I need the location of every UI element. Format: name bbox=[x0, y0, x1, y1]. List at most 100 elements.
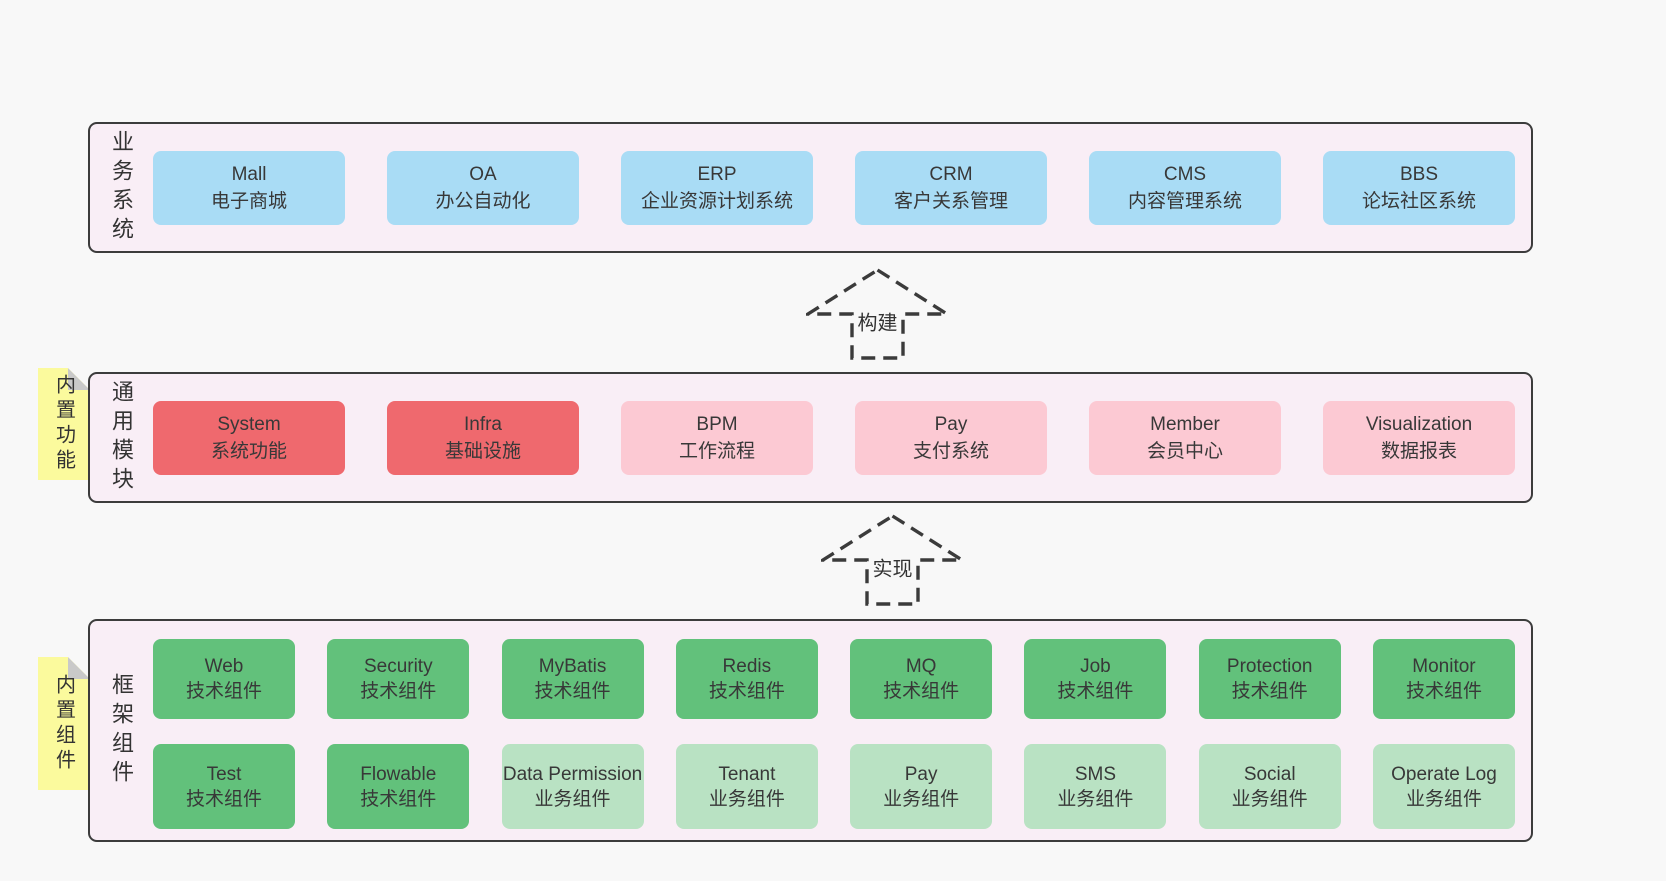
business-systems-panel: 业务系统 Mall 电子商城 OA 办公自动化 ERP 企业资源计划系统 CRM… bbox=[88, 122, 1533, 253]
box-title: Redis bbox=[722, 656, 772, 677]
box-subtitle: 内容管理系统 bbox=[1127, 190, 1242, 212]
box-redis: Redis 技术组件 bbox=[675, 639, 818, 719]
box-sms: SMS 业务组件 bbox=[1024, 744, 1167, 829]
box-title: SMS bbox=[1074, 763, 1116, 785]
box-subtitle: 支付系统 bbox=[912, 440, 989, 462]
implement-arrow: 实现 bbox=[821, 514, 964, 606]
box-subtitle: 技术组件 bbox=[360, 788, 437, 810]
box-system: System 系统功能 bbox=[153, 400, 345, 475]
box-title: ERP bbox=[697, 163, 737, 185]
box-bbs: BBS 论坛社区系统 bbox=[1323, 150, 1515, 225]
box-subtitle: 系统功能 bbox=[210, 440, 287, 462]
box-tenant: Tenant 业务组件 bbox=[675, 744, 818, 829]
box-member: Member 会员中心 bbox=[1089, 400, 1281, 475]
box-title: Flowable bbox=[360, 763, 437, 785]
box-pay-biz: Pay 业务组件 bbox=[850, 744, 993, 829]
framework-components-rows: Web 技术组件 Security 技术组件 MyBatis 技术组件 Redi… bbox=[153, 639, 1515, 829]
box-subtitle: 业务组件 bbox=[883, 788, 960, 810]
box-title: Tenant bbox=[718, 763, 776, 785]
built-in-components-tab-label: 内置组件 bbox=[52, 673, 75, 774]
box-title: Pay bbox=[934, 413, 968, 435]
box-bpm: BPM 工作流程 bbox=[621, 400, 813, 475]
box-pay: Pay 支付系统 bbox=[855, 400, 1047, 475]
framework-components-label: 框架组件 bbox=[109, 672, 134, 789]
box-subtitle: 技术组件 bbox=[883, 681, 960, 702]
box-title: BBS bbox=[1399, 163, 1439, 185]
box-title: Infra bbox=[463, 413, 503, 435]
tech-components-row: Web 技术组件 Security 技术组件 MyBatis 技术组件 Redi… bbox=[153, 639, 1515, 719]
box-test: Test 技术组件 bbox=[153, 744, 295, 829]
box-title: Operate Log bbox=[1391, 763, 1497, 785]
box-subtitle: 工作流程 bbox=[678, 440, 755, 462]
box-title: Protection bbox=[1226, 656, 1313, 677]
box-subtitle: 业务组件 bbox=[1057, 788, 1134, 810]
box-title: Mall bbox=[231, 163, 267, 185]
common-modules-label: 通用模块 bbox=[109, 379, 134, 496]
box-subtitle: 业务组件 bbox=[708, 788, 785, 810]
box-subtitle: 基础设施 bbox=[444, 440, 521, 462]
box-crm: CRM 客户关系管理 bbox=[855, 150, 1047, 225]
box-subtitle: 数据报表 bbox=[1380, 440, 1457, 462]
box-job: Job 技术组件 bbox=[1024, 639, 1167, 719]
box-subtitle: 技术组件 bbox=[185, 681, 262, 702]
box-title: Social bbox=[1243, 763, 1296, 785]
built-in-components-tab: 内置组件 bbox=[38, 657, 90, 790]
box-security: Security 技术组件 bbox=[327, 639, 470, 719]
build-arrow-label: 构建 bbox=[854, 306, 901, 336]
box-title: Monitor bbox=[1412, 656, 1476, 677]
box-subtitle: 技术组件 bbox=[185, 788, 262, 810]
box-subtitle: 技术组件 bbox=[360, 681, 437, 702]
box-title: System bbox=[217, 413, 281, 435]
business-systems-label: 业务系统 bbox=[109, 129, 134, 246]
box-subtitle: 技术组件 bbox=[534, 681, 611, 702]
box-subtitle: 技术组件 bbox=[1057, 681, 1134, 702]
box-subtitle: 业务组件 bbox=[1231, 788, 1308, 810]
box-title: Visualization bbox=[1365, 413, 1473, 435]
box-cms: CMS 内容管理系统 bbox=[1089, 150, 1281, 225]
box-title: CMS bbox=[1163, 163, 1207, 185]
box-monitor: Monitor 技术组件 bbox=[1372, 639, 1515, 719]
box-web: Web 技术组件 bbox=[153, 639, 295, 719]
box-subtitle: 客户关系管理 bbox=[893, 190, 1008, 212]
common-modules-panel: 通用模块 System 系统功能 Infra 基础设施 BPM 工作流程 Pay… bbox=[88, 372, 1533, 503]
box-mq: MQ 技术组件 bbox=[850, 639, 993, 719]
built-in-functions-tab: 内置功能 bbox=[38, 368, 90, 480]
box-subtitle: 会员中心 bbox=[1146, 440, 1223, 462]
box-infra: Infra 基础设施 bbox=[387, 400, 579, 475]
box-subtitle: 业务组件 bbox=[1405, 788, 1482, 810]
box-subtitle: 技术组件 bbox=[1405, 681, 1482, 702]
implement-arrow-label: 实现 bbox=[869, 552, 916, 582]
box-operate-log: Operate Log 业务组件 bbox=[1372, 744, 1515, 829]
biz-components-row: Test 技术组件 Flowable 技术组件 Data Permission … bbox=[153, 744, 1515, 829]
box-erp: ERP 企业资源计划系统 bbox=[621, 150, 813, 225]
box-title: MyBatis bbox=[538, 656, 607, 677]
box-subtitle: 电子商城 bbox=[210, 190, 287, 212]
box-mybatis: MyBatis 技术组件 bbox=[501, 639, 644, 719]
box-title: CRM bbox=[929, 163, 973, 185]
box-title: Pay bbox=[904, 763, 938, 785]
box-social: Social 业务组件 bbox=[1198, 744, 1341, 829]
box-title: Member bbox=[1150, 413, 1220, 435]
box-title: MQ bbox=[905, 656, 937, 677]
box-title: OA bbox=[469, 163, 497, 185]
business-systems-row: Mall 电子商城 OA 办公自动化 ERP 企业资源计划系统 CRM 客户关系… bbox=[153, 150, 1515, 225]
box-title: Security bbox=[363, 656, 433, 677]
box-subtitle: 技术组件 bbox=[708, 681, 785, 702]
box-visualization: Visualization 数据报表 bbox=[1323, 400, 1515, 475]
box-mall: Mall 电子商城 bbox=[153, 150, 345, 225]
built-in-functions-tab-label: 内置功能 bbox=[52, 374, 75, 474]
box-title: BPM bbox=[696, 413, 738, 435]
box-oa: OA 办公自动化 bbox=[387, 150, 579, 225]
box-title: Test bbox=[206, 763, 242, 785]
box-title: Job bbox=[1080, 656, 1111, 677]
box-title: Data Permission bbox=[502, 763, 643, 785]
box-subtitle: 论坛社区系统 bbox=[1361, 190, 1476, 212]
box-subtitle: 办公自动化 bbox=[435, 190, 531, 212]
box-title: Web bbox=[204, 656, 244, 677]
box-subtitle: 企业资源计划系统 bbox=[640, 190, 793, 212]
common-modules-row: System 系统功能 Infra 基础设施 BPM 工作流程 Pay 支付系统… bbox=[153, 400, 1515, 475]
box-subtitle: 技术组件 bbox=[1231, 681, 1308, 702]
box-flowable: Flowable 技术组件 bbox=[327, 744, 470, 829]
box-subtitle: 业务组件 bbox=[534, 788, 611, 810]
box-protection: Protection 技术组件 bbox=[1198, 639, 1341, 719]
